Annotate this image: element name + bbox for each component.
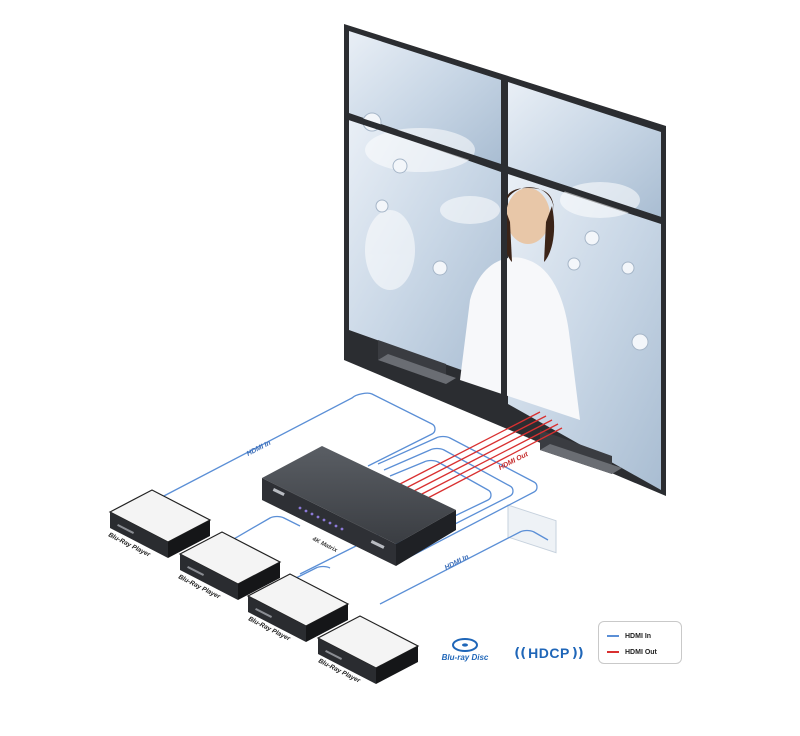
blu-ray-disc-logo: Blu-ray Disc	[436, 636, 494, 670]
cable-legend: HDMI In HDMI Out	[598, 621, 682, 664]
hdcp-logo: (( HDCP ))	[512, 640, 586, 666]
wall-horizontal-seam	[345, 113, 665, 224]
legend-row-hdmi-in: HDMI In	[607, 630, 651, 642]
matrix-switcher	[262, 446, 456, 566]
hdcp-right-waves-icon: ))	[571, 645, 584, 661]
matrix-top-face	[262, 446, 456, 544]
hdcp-left-waves-icon: ((	[514, 645, 527, 661]
hdmi-out-label: HDMI Out	[498, 451, 530, 472]
hdmi-in-label-top: HDMI In	[246, 440, 272, 458]
blu-ray-player-3	[246, 573, 350, 642]
matrix-front-face	[262, 478, 396, 566]
wall-stand-left-foot	[378, 354, 456, 384]
wall-panel-top-left	[349, 31, 501, 165]
blu-ray-player-4	[316, 615, 420, 684]
legend-label-hdmi-in: HDMI In	[625, 632, 652, 640]
legend-label-hdmi-out: HDMI Out	[625, 648, 657, 656]
presenter-figure	[460, 187, 580, 554]
legend-swatch-hdmi-in	[607, 635, 619, 637]
world-map-graphic	[365, 128, 640, 290]
blu-ray-player-1	[108, 489, 212, 558]
wall-stand-right-foot	[540, 444, 622, 474]
video-wall	[344, 24, 666, 554]
matrix-front-buttons	[298, 506, 344, 531]
wall-panel-bottom-left	[349, 119, 501, 384]
blu-ray-disc-icon	[452, 638, 478, 652]
matrix-side-face	[396, 510, 456, 566]
blu-ray-disc-text: Blu-ray Disc	[441, 653, 489, 662]
hdcp-text: HDCP	[528, 645, 570, 661]
legend-row-hdmi-out: HDMI Out	[607, 646, 657, 658]
legend-swatch-hdmi-out	[607, 651, 619, 653]
hdmi-out-cables	[399, 411, 563, 501]
blu-ray-player-2	[178, 531, 282, 600]
wall-panel-top-right	[508, 82, 661, 218]
hdmi-in-label-bottom: HDMI In	[444, 554, 470, 572]
matrix-switch-label: 4K Matrix	[310, 536, 338, 554]
